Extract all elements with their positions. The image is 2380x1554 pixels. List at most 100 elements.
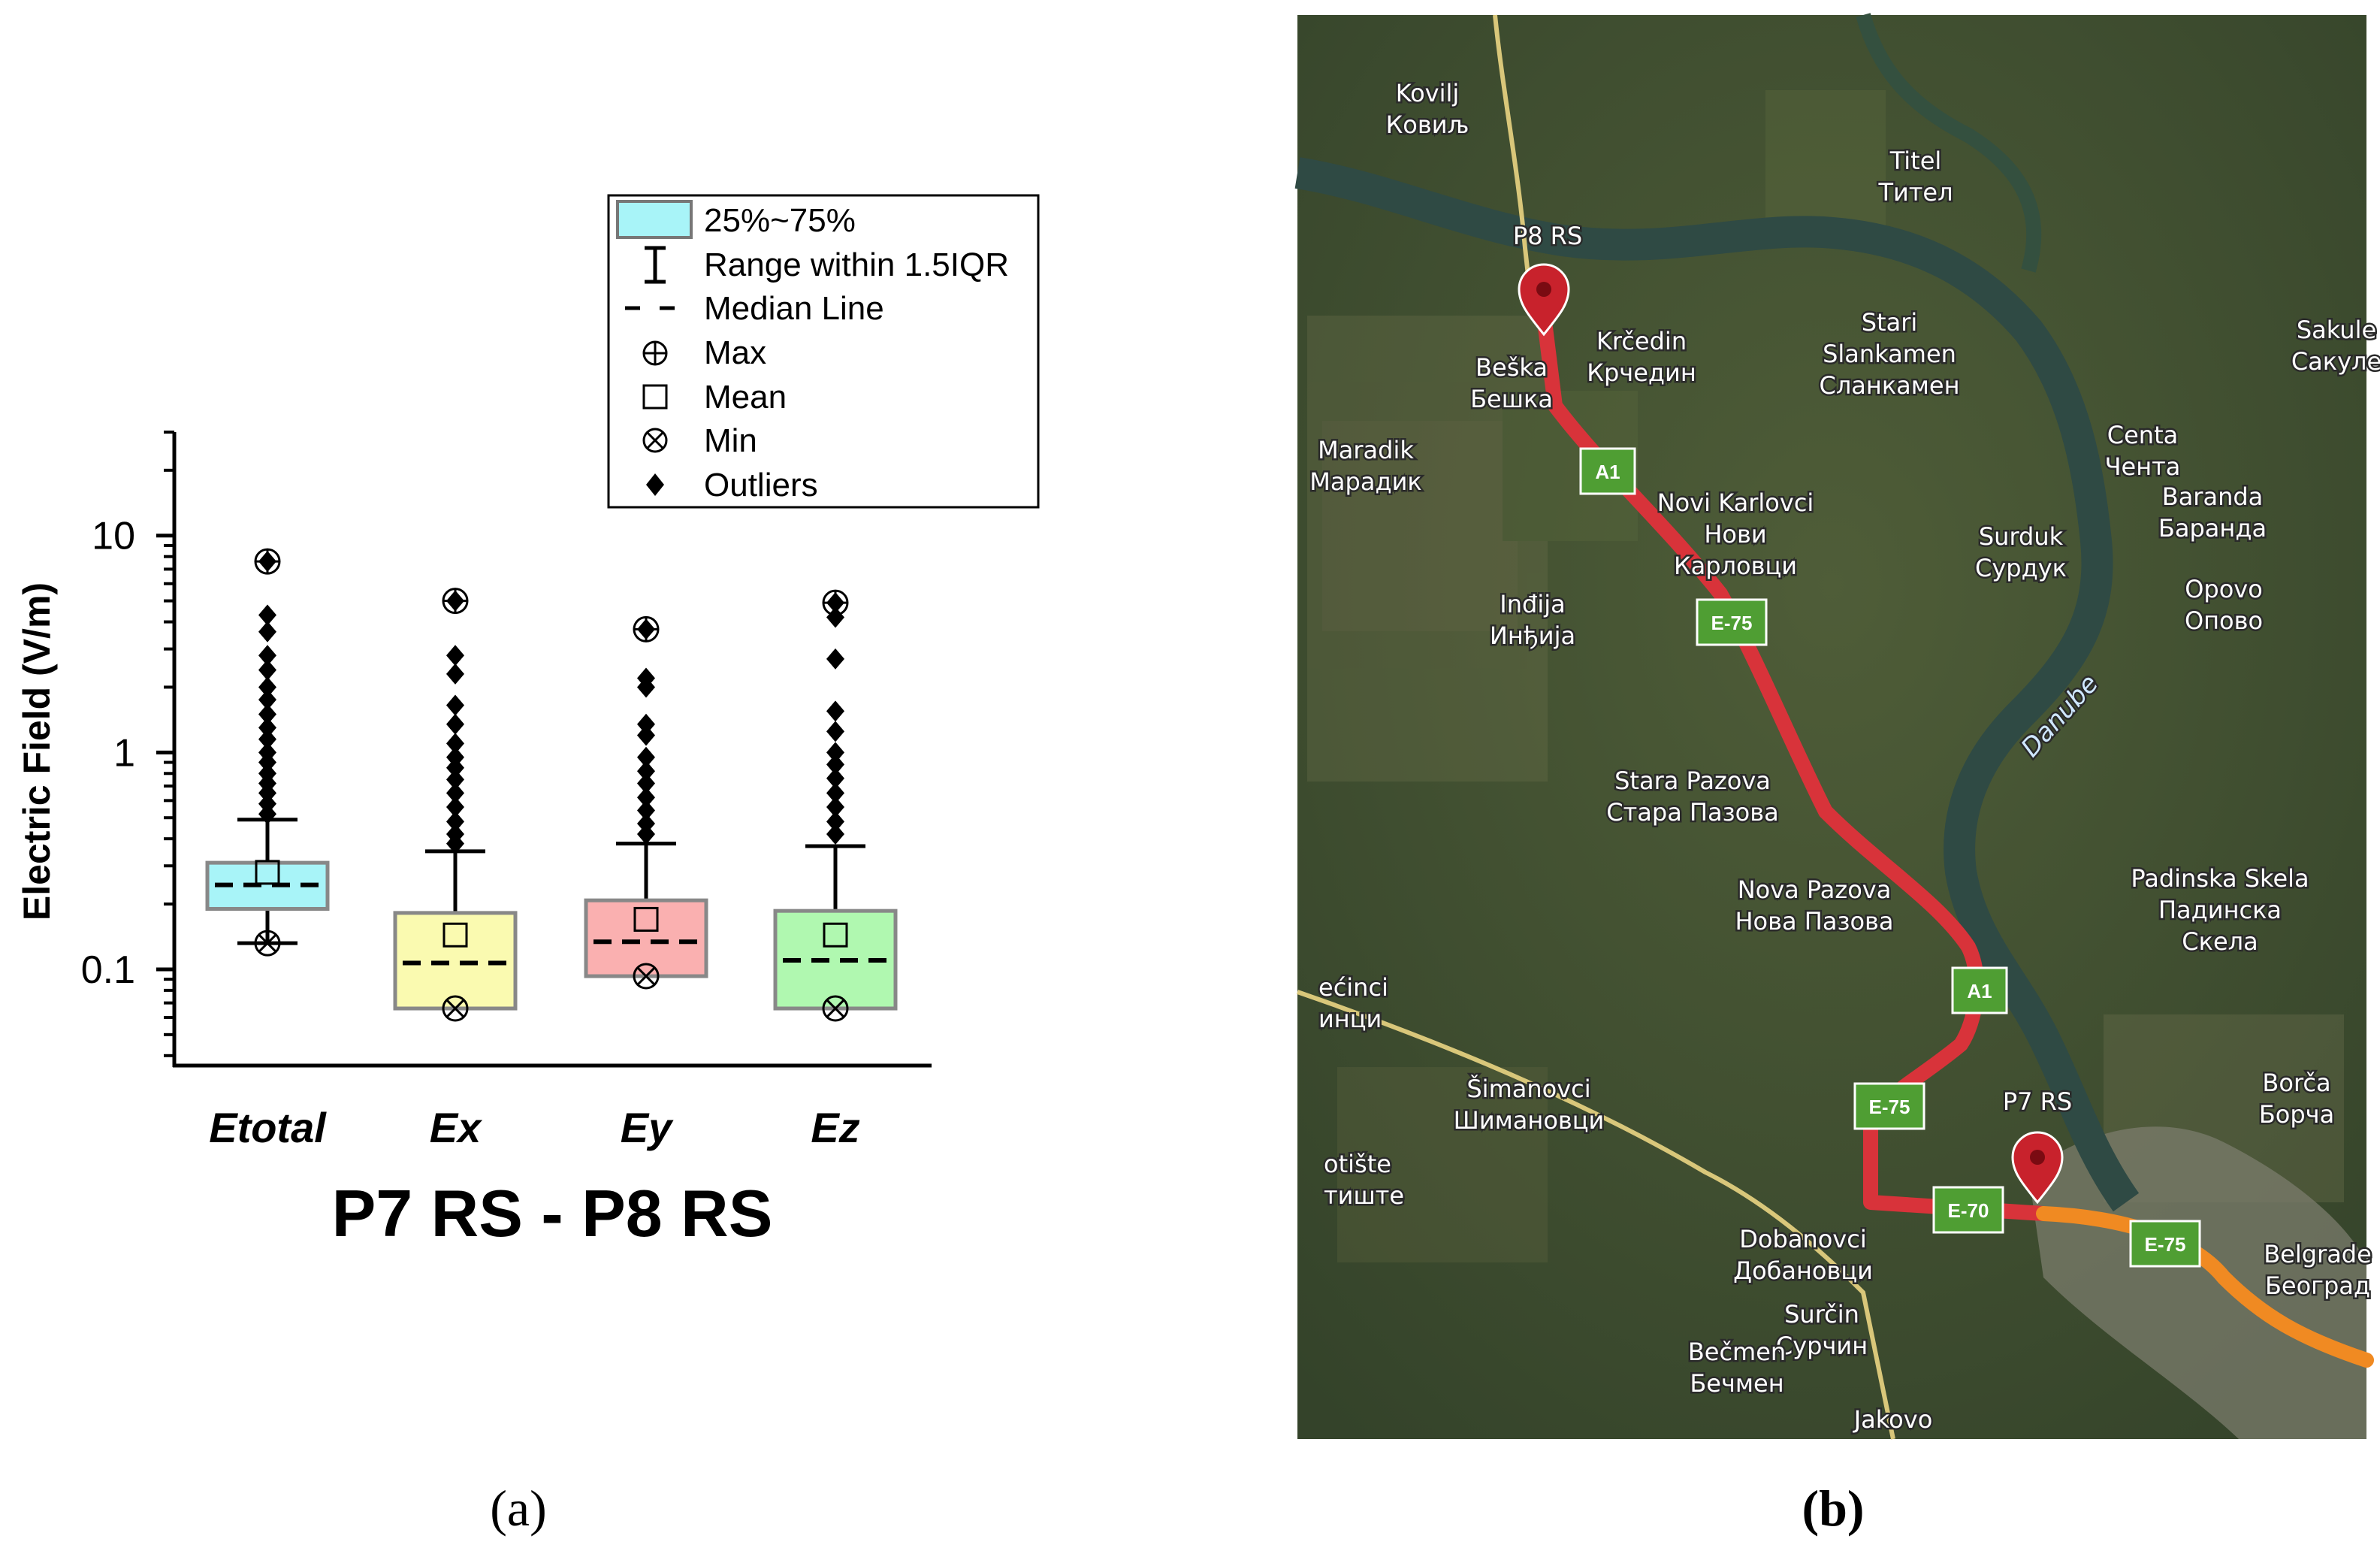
place-label-cyrillic: Шимановци (1454, 1106, 1605, 1135)
place-label-cyrillic: Инђија (1490, 621, 1575, 650)
outlier-point (826, 797, 844, 818)
map-road-west (1297, 990, 1895, 1440)
legend-mean-symbol (642, 384, 668, 410)
outlier-point (826, 782, 844, 804)
legend-outlier-symbol (646, 473, 664, 496)
road-sign: E-75 (2129, 1220, 2201, 1268)
outlier-point (446, 694, 464, 716)
place-label-mid: Нови (1704, 520, 1766, 549)
min-marker (633, 963, 660, 990)
box-iqr (393, 911, 518, 1011)
outlier-point (826, 606, 844, 628)
place-label-cyrillic: Сланкамен (1819, 371, 1959, 400)
place-label-latin: Surduk (1979, 522, 2064, 551)
pin-p8-icon (1518, 263, 1570, 337)
place-label-latin: otište (1324, 1150, 1391, 1178)
box-ex (393, 588, 518, 1022)
outlier-point (446, 757, 464, 779)
outlier-point (446, 733, 464, 754)
y-tick-label: 1 (113, 731, 135, 775)
road-sign-label: A1 (1967, 980, 1992, 1002)
legend-label-mean: Mean (704, 379, 787, 416)
place-label-latin: Nova Pazova (1738, 875, 1892, 904)
outlier-point (258, 621, 276, 642)
min-marker-b (826, 999, 845, 1018)
road-sign-plate (1932, 1186, 2004, 1234)
box-ey (584, 615, 708, 990)
outlier-point (826, 811, 844, 833)
road-sign: E-75 (1853, 1082, 1925, 1130)
place-label-cyrillic: Марадик (1309, 467, 1421, 496)
outlier-point (258, 782, 276, 804)
outlier-point (446, 811, 464, 833)
y-tick-label: 10 (92, 515, 135, 558)
place-label-cyrillic: Сакуле (2291, 347, 2380, 376)
road-sign: A1 (1579, 447, 1636, 495)
road-sign-plate (1579, 447, 1636, 495)
outlier-point (446, 645, 464, 667)
legend-label-median: Median Line (704, 290, 884, 327)
place-label-cyrillic: Ковиљ (1386, 110, 1469, 139)
x-tick-label: Etotal (209, 1104, 327, 1151)
road-sign-plate (2129, 1220, 2201, 1268)
outlier-point (826, 700, 844, 722)
min-marker-b (258, 934, 277, 953)
road-sign-plate (1853, 1082, 1925, 1130)
legend-label-max: Max (704, 334, 766, 371)
place-label-latin: Surčin (1784, 1300, 1859, 1329)
place-label-latin: Jakovo (1853, 1405, 1933, 1434)
outlier-point (446, 769, 464, 791)
place-label-cyrillic: Сурчин (1776, 1332, 1868, 1360)
road-sign: E-75 (1696, 598, 1768, 646)
place-label-latin: Baranda (2162, 482, 2264, 511)
road-sign-label: E-75 (1869, 1096, 1910, 1118)
outlier-point (446, 713, 464, 735)
place-label-cyrillic: Стара Пазова (1606, 798, 1778, 827)
place-label-latin: Bečmen (1688, 1338, 1786, 1366)
place-label-mid: Падинска (2158, 896, 2282, 924)
outlier-point (826, 648, 844, 670)
outlier-point (446, 663, 464, 685)
outlier-point (826, 721, 844, 742)
mean-marker (442, 922, 468, 948)
place-label-cyrillic: Крчедин (1587, 358, 1696, 387)
legend-label-whisker: Range within 1.5IQR (704, 246, 1009, 283)
place-label-latin: Krčedin (1596, 327, 1687, 355)
place-label-latin: Inđija (1500, 590, 1565, 618)
mean-marker (633, 906, 659, 932)
place-label-latin: Stari (1862, 308, 1918, 337)
outlier-point (258, 645, 276, 667)
pin-p7-icon (2011, 1131, 2064, 1205)
min-marker (254, 930, 281, 957)
place-label-cyrillic: Карловци (1674, 552, 1797, 580)
place-label-latin: Šimanovci (1466, 1074, 1590, 1103)
pin-label-p7: P7 RS (2003, 1087, 2072, 1116)
mean-marker (255, 860, 280, 885)
place-label-latin: Kovilj (1396, 79, 1460, 107)
place-label-cyrillic: Добановци (1733, 1256, 1873, 1285)
place-label-latin: Belgrade (2264, 1240, 2372, 1268)
place-label-latin: Borča (2262, 1069, 2330, 1097)
outlier-point (258, 604, 276, 626)
place-label-cyrillic: Бечмен (1690, 1369, 1783, 1398)
x-tick-label: Ex (430, 1104, 483, 1151)
outlier-point (826, 767, 844, 789)
boxes (205, 548, 898, 1022)
outlier-point (637, 824, 655, 845)
outlier-point (637, 676, 655, 698)
route-red (1536, 308, 2051, 1221)
legend-box-swatch (616, 200, 693, 239)
place-label-cyrillic: Борча (2259, 1100, 2334, 1129)
panel-b-caption: (b) (1802, 1480, 1864, 1537)
place-label-cyrillic: Скела (2182, 927, 2258, 956)
y-tick-label: 0.1 (81, 948, 135, 992)
place-label-latin: Dobanovci (1739, 1225, 1866, 1253)
y-axis-label: Electric Field (V/m) (16, 582, 58, 921)
outlier-point (258, 659, 276, 681)
legend-max-symbol (642, 340, 668, 366)
route-orange (2036, 1206, 2374, 1368)
tisa-river (1856, 13, 2042, 273)
place-label-latin: Stara Pazova (1614, 766, 1771, 795)
